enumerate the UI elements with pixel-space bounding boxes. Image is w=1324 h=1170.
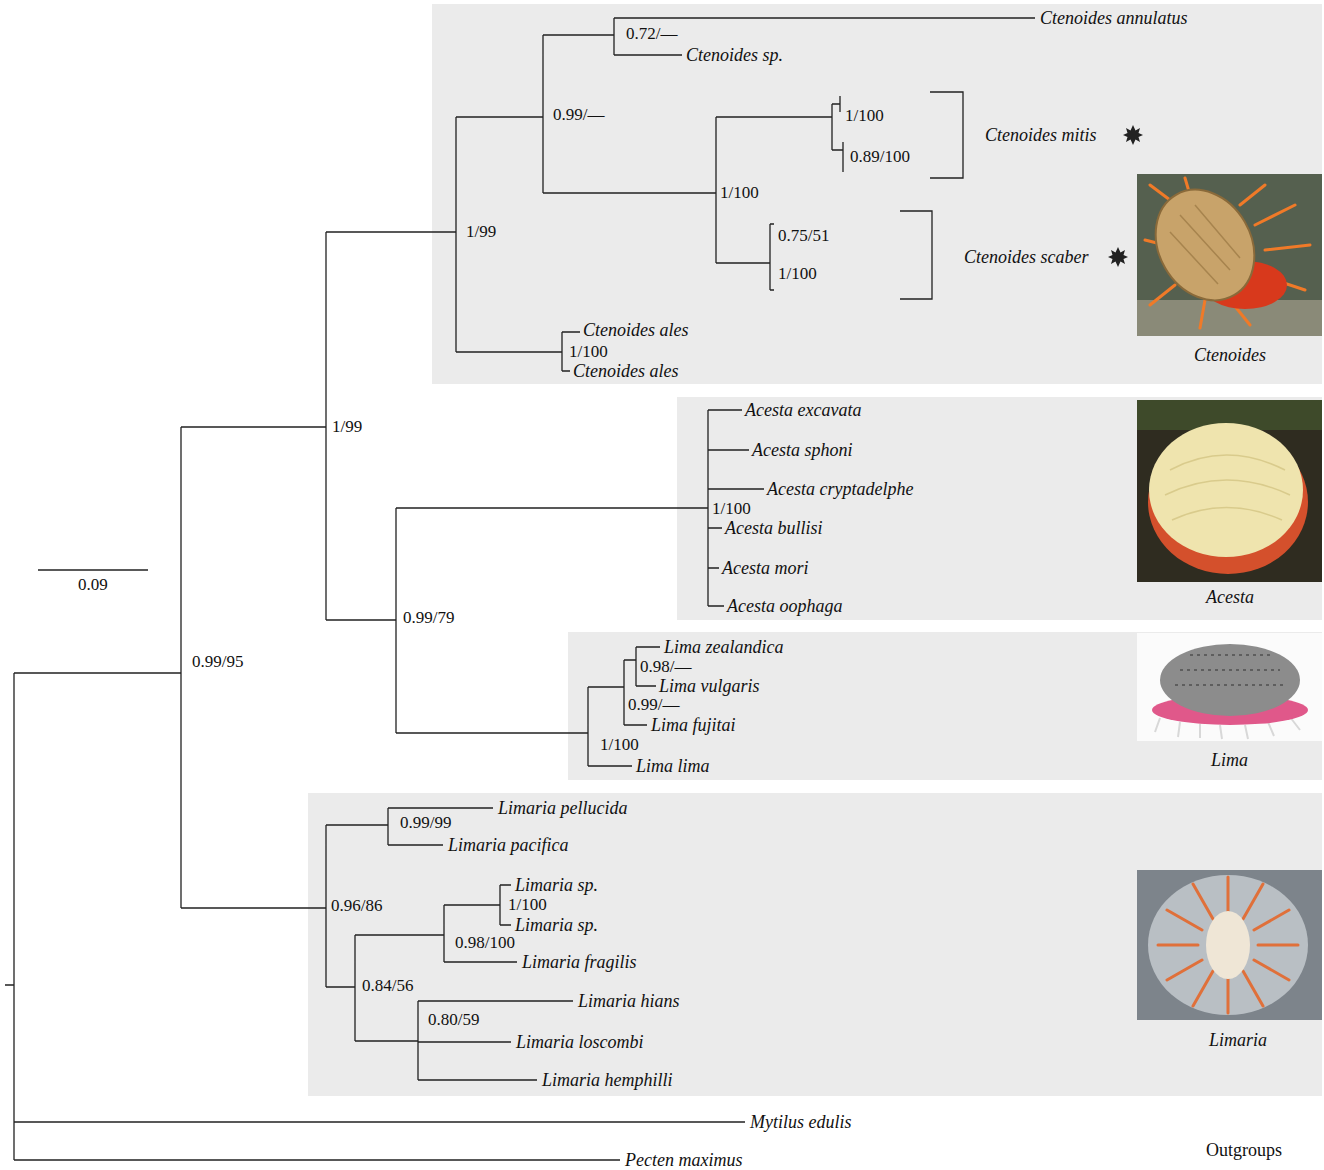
taxon-label: Ctenoides scaber [964,247,1088,267]
support-value: 0.09 [78,575,108,595]
support-value: 1/100 [569,342,608,362]
photo-limaria [1137,870,1322,1020]
taxon-label: Acesta bullisi [725,518,823,538]
photo-acesta [1165,455,1290,520]
taxon-label: Ctenoides annulatus [1040,8,1188,28]
support-value: 1/99 [466,222,496,242]
support-value: 0.98/— [640,657,691,677]
tree-branches [5,673,745,1160]
taxon-label: Ctenoides mitis [985,125,1097,145]
taxon-label: Mytilus edulis [750,1112,852,1132]
tree-branches [456,117,580,371]
support-value: 1/100 [712,499,751,519]
taxon-label: Limaria fragilis [522,952,637,972]
support-value: 1/99 [332,417,362,437]
taxon-label: Limaria loscombi [516,1032,644,1052]
star-symbol [1108,247,1128,267]
taxon-label: Acesta sphoni [752,440,853,460]
tree-branches [5,18,1035,1160]
support-value: 0.89/100 [850,147,910,167]
photo-acesta [1137,400,1322,582]
photo-acesta [1149,423,1303,557]
taxon-label: Limaria sp. [515,915,598,935]
taxon-label: Limaria hians [578,991,680,1011]
support-value: 0.99/95 [192,652,243,672]
support-value: 0.72/— [626,24,677,44]
support-value: 1/100 [600,735,639,755]
support-value: 0.99/79 [403,608,454,628]
tree-branches [396,647,660,766]
photo-lima [1137,633,1322,741]
support-value: 0.75/51 [778,226,829,246]
photo-lima [1160,644,1300,716]
star-symbol [1123,125,1143,145]
photo-ctenoides [1170,205,1240,284]
genus-label: Acesta [1206,587,1254,607]
photo-limaria [1148,875,1308,1015]
taxon-label: Lima vulgaris [659,676,760,696]
clade-bracket [900,92,963,299]
photo-limaria [1206,911,1250,979]
support-value: 1/100 [778,264,817,284]
support-value: 0.99/— [628,695,679,715]
taxon-label: Lima lima [636,756,710,776]
genus-label: Lima [1211,750,1248,770]
taxon-label: Acesta oophaga [727,596,842,616]
clade-bracket [930,92,963,178]
taxon-label: Ctenoides ales [573,361,679,381]
tree-branches [326,808,493,987]
tree-branches [396,410,764,733]
support-value: 0.98/100 [455,933,515,953]
taxon-label: Limaria pacifica [448,835,569,855]
support-value: 0.80/59 [428,1010,479,1030]
taxon-label: Outgroups [1206,1140,1282,1160]
photo-limaria [1158,877,1298,1013]
taxon-label: Lima zealandica [664,637,784,657]
taxon-label: Acesta excavata [745,400,861,420]
genus-label: Limaria [1209,1030,1267,1050]
photo-ctenoides [1136,172,1274,318]
tree-branches [326,885,517,1041]
support-value: 0.96/86 [331,896,382,916]
tree-branches [181,232,456,908]
tree-branches [355,1001,573,1080]
support-value: 0.99/— [553,105,604,125]
photo-limaria [1137,870,1322,1020]
taxon-label: Acesta mori [722,558,808,578]
taxon-label: Lima fujitai [651,715,736,735]
support-value: 1/100 [720,183,759,203]
tree-branches [38,569,148,570]
support-value: 0.84/56 [362,976,413,996]
photo-ctenoides [1136,172,1322,336]
taxon-label: Limaria sp. [515,875,598,895]
photo-lima [1175,655,1285,685]
taxon-label: Limaria hemphilli [542,1070,673,1090]
support-value: 1/100 [845,106,884,126]
clade-bracket [900,211,932,299]
support-value: 1/100 [508,895,547,915]
taxon-label: Ctenoides ales [583,320,689,340]
photo-lima [1137,633,1322,741]
genus-label: Ctenoides [1194,345,1266,365]
tree-branches [716,224,774,290]
support-value: 0.99/99 [400,813,451,833]
taxon-label: Ctenoides sp. [686,45,783,65]
star-symbol [1108,125,1143,267]
photo-acesta [1137,400,1322,582]
taxon-label: Pecten maximus [625,1150,742,1170]
tree-branches [543,96,843,263]
taxon-label: Acesta cryptadelphe [767,479,913,499]
tree-branches [456,18,1035,193]
taxon-label: Limaria pellucida [498,798,628,818]
